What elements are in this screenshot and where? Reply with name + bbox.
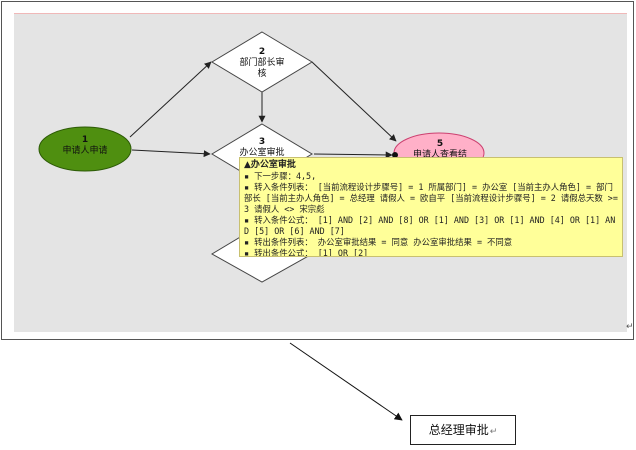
edge-dept-to-view bbox=[311, 61, 397, 142]
node-info-tooltip: ▲办公室审批 ▪ 下一步骤：4,5, ▪ 转入条件列表： [当前流程设计步骤号]… bbox=[239, 157, 623, 257]
edge-start-to-dept bbox=[129, 61, 212, 138]
node-view-port bbox=[392, 152, 398, 158]
tooltip-title: ▲办公室审批 bbox=[244, 160, 296, 170]
tooltip-line-in-formula: ▪ 转入条件公式： [1] AND [2] AND [8] OR [1] AND… bbox=[244, 215, 616, 236]
paragraph-mark: ↵ bbox=[626, 322, 634, 332]
tooltip-line-in-conditions: ▪ 转入条件列表： [当前流程设计步骤号] = 1 所属部门] = 办公室 [当… bbox=[244, 182, 623, 214]
manager-approval-label: 总经理审批 bbox=[428, 423, 489, 437]
edge-start-to-office bbox=[131, 149, 211, 158]
manager-approval-mark: ↵ bbox=[489, 427, 498, 437]
tooltip-line-out-formula: ▪ 转出条件公式： [1] OR [2] bbox=[244, 248, 369, 257]
node-start-shape[interactable] bbox=[38, 126, 132, 172]
tooltip-line-out-conditions: ▪ 转出条件列表： 办公室审批结果 = 同意 办公室审批结果 = 不同意 bbox=[244, 237, 513, 247]
diagram-frame: 1 申请人申请 2 部门部长审核 3 办公室审批 5 申请人查看结 ▲办公室审批… bbox=[1, 1, 634, 340]
tooltip-line-next-steps: ▪ 下一步骤：4,5, bbox=[244, 171, 317, 181]
callout-arrow-line bbox=[289, 342, 403, 421]
edge-office-to-view bbox=[313, 151, 393, 159]
node-dept-shape[interactable] bbox=[211, 31, 313, 93]
manager-approval-box: 总经理审批↵ bbox=[410, 415, 516, 445]
